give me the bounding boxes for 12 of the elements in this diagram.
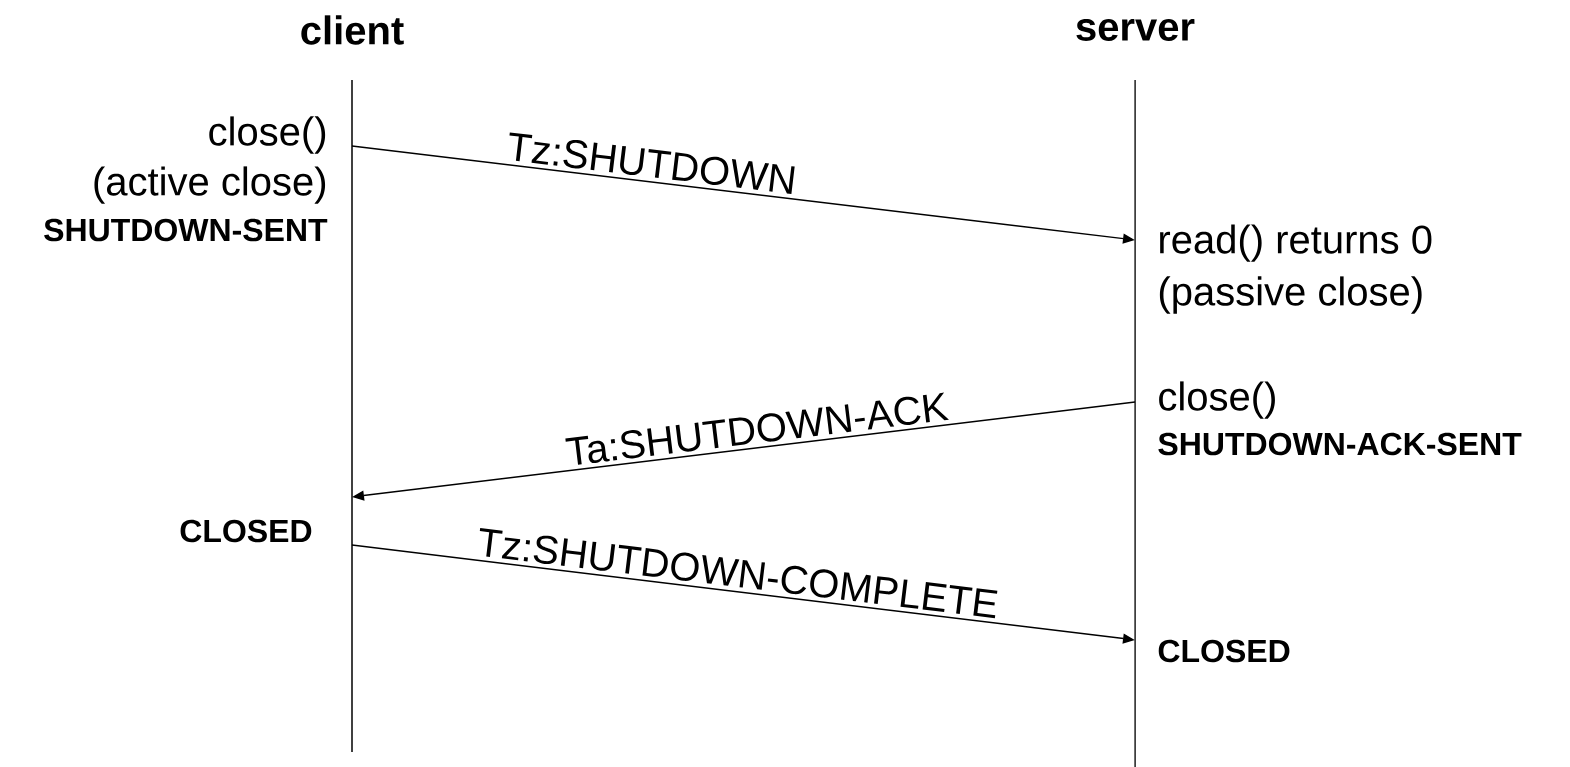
event-label: (active close) (94, 166, 326, 204)
message-label: Tz:SHUTDOWN (509, 132, 795, 194)
event-label: read() returns 0 (1160, 224, 1432, 262)
state-label: SHUTDOWN-ACK-SENT (1158, 432, 1522, 456)
state-label: CLOSED (1158, 639, 1290, 663)
participant-heading: client (301, 15, 404, 45)
event-label: close() (209, 116, 326, 154)
event-label: (passive close) (1159, 276, 1422, 314)
participant-heading: server (1076, 19, 1195, 41)
state-label: CLOSED (180, 519, 312, 543)
event-label: close() (1159, 381, 1275, 419)
state-label: SHUTDOWN-SENT (44, 218, 328, 242)
